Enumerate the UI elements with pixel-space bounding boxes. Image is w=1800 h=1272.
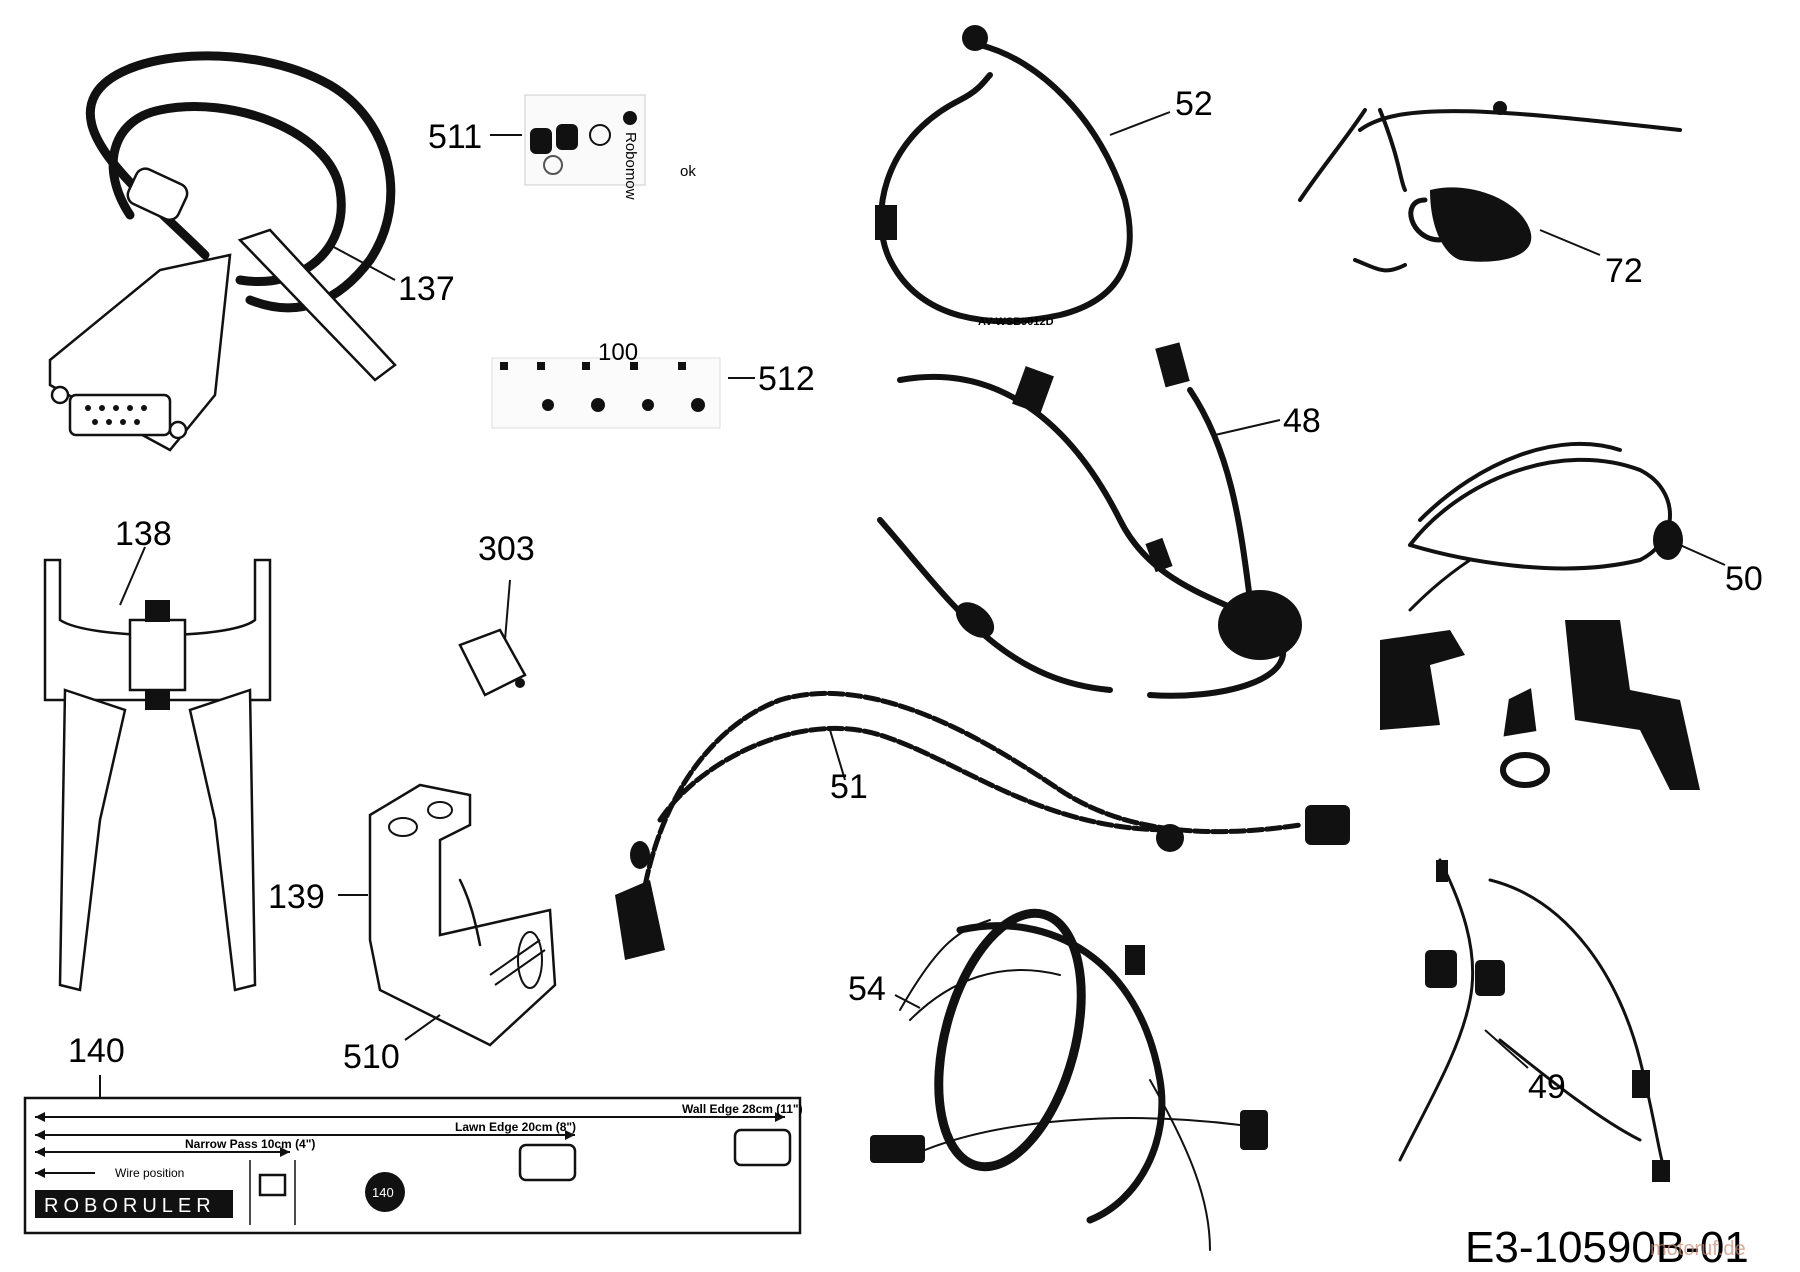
label-140: 140 — [68, 1032, 125, 1070]
drawing-code: E3-10590B-01 — [1465, 1223, 1749, 1272]
ok-note: ok — [680, 163, 696, 180]
label-138: 138 — [115, 515, 172, 553]
label-512: 512 — [758, 360, 815, 398]
label-137: 137 — [398, 270, 455, 308]
brand-vertical-text: Robomow — [622, 132, 639, 200]
part-303-gear — [458, 628, 527, 697]
part-51-harness — [615, 690, 1350, 960]
part-138-holder — [43, 558, 272, 992]
part-49-harness — [1398, 858, 1670, 1182]
part-140-roboruler: Wall Edge 28cm (11") Lawn Edge 20cm (8")… — [23, 1096, 803, 1235]
ruler-wire-position: Wire position — [115, 1166, 184, 1180]
ruler-brand: ROBORULER — [44, 1195, 216, 1217]
label-72: 72 — [1605, 252, 1643, 290]
label-54: 54 — [848, 970, 886, 1008]
part-48-harness — [877, 342, 1302, 699]
label-139: 139 — [268, 878, 325, 916]
part-72-cable — [1298, 101, 1682, 273]
label-100: 100 — [598, 339, 638, 366]
label-510: 510 — [343, 1038, 400, 1076]
part-54-harness — [870, 908, 1268, 1251]
part-512-sticker-strip — [491, 357, 721, 429]
harness-code: AV-WSB9012D — [978, 316, 1054, 328]
part-52-harness: AV-WSB9012D — [875, 25, 1133, 328]
part-50-harness — [1380, 441, 1700, 790]
label-49: 49 — [1528, 1068, 1566, 1106]
ruler-lawn-edge: Lawn Edge 20cm (8") — [455, 1120, 576, 1134]
ruler-narrow-pass: Narrow Pass 10cm (4") — [185, 1137, 315, 1151]
label-50: 50 — [1725, 560, 1763, 598]
label-52: 52 — [1175, 85, 1213, 123]
label-48: 48 — [1283, 402, 1321, 440]
watermark: motoruf.de — [1650, 1238, 1746, 1260]
part-139-bracket — [368, 783, 557, 1047]
ruler-wall-edge: Wall Edge 28cm (11") — [682, 1102, 803, 1116]
label-303: 303 — [478, 530, 535, 568]
ruler-badge: 140 — [372, 1185, 394, 1200]
part-511-sticker-sheet: Robomow — [524, 94, 646, 200]
label-51: 51 — [830, 768, 868, 806]
part-137-serial-cable — [48, 51, 397, 452]
label-511: 511 — [428, 118, 482, 156]
